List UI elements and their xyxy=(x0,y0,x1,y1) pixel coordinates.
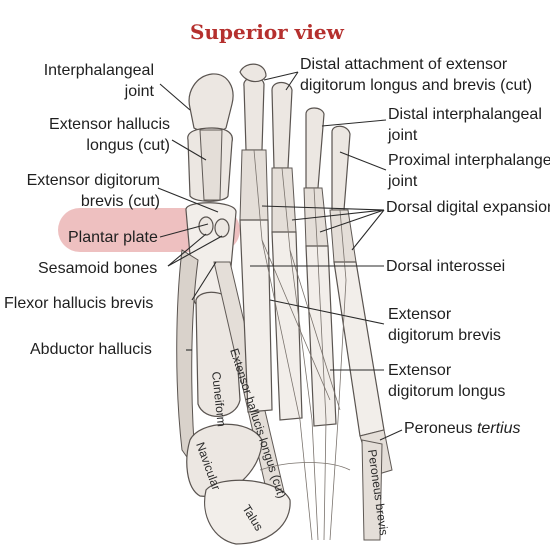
edb-tendon-b xyxy=(289,249,341,411)
label-sesamoid-bones: Sesamoid bones xyxy=(38,260,158,277)
fifth-toe xyxy=(331,125,351,211)
leader-sesamoid-a xyxy=(167,233,207,267)
expansion-3 xyxy=(271,167,297,233)
cuneiform-label: Cuneiform xyxy=(209,371,229,428)
second-toe xyxy=(243,76,265,151)
label-plantar-plate: Plantar plate xyxy=(68,229,158,246)
talus-bone xyxy=(204,479,291,545)
expansion-2 xyxy=(239,149,269,221)
leader-edb xyxy=(269,299,385,325)
label-extensor-digitorum-brevis: Extensor digitorum brevis xyxy=(388,306,501,344)
leader-edb-cut xyxy=(157,187,219,213)
label-proximal-interphalangeal-joint: Proximal interphalangeal joint xyxy=(388,152,550,190)
peroneus-brevis-tendon xyxy=(361,439,383,541)
edl-tendon-3 xyxy=(281,167,319,541)
edl-tendon-5 xyxy=(329,209,347,541)
label-distal-interphalangeal-joint: Distal interphalangeal joint xyxy=(388,106,542,144)
leader-interphalangeal-joint xyxy=(159,83,191,111)
metatarsal-5 xyxy=(333,261,385,437)
sesamoid-2 xyxy=(214,218,230,238)
metatarsal-2 xyxy=(239,219,273,413)
leader-distal-attachment xyxy=(263,71,299,91)
leader-peroneus-tertius xyxy=(379,429,403,441)
label-dorsal-interossei: Dorsal interossei xyxy=(386,258,506,275)
leader-proximal-ip-joint xyxy=(339,151,387,171)
extensor-hallucis-longus-tendon xyxy=(199,129,223,201)
label-interphalangeal-joint: Interphalangeal joint xyxy=(43,62,154,100)
label-extensor-digitorum-brevis-cut: Extensor digitorum brevis (cut) xyxy=(26,172,160,210)
leader-dorsal-expansion xyxy=(261,205,385,251)
leader-flexor-hallucis-brevis xyxy=(191,261,217,301)
edb-tendon-a xyxy=(261,239,331,401)
navicular-bone xyxy=(186,423,263,497)
label-extensor-digitorum-longus: Extensor digitorum longus xyxy=(388,362,506,400)
edl-tendon-4 xyxy=(313,187,327,541)
second-toe-tip xyxy=(239,63,267,83)
diagram-title: Superior view xyxy=(190,20,344,44)
leader-plantar-plate xyxy=(159,223,209,238)
label-peroneus-tertius: Peroneus tertius xyxy=(404,420,521,437)
metatarsal-3 xyxy=(271,231,303,421)
label-flexor-hallucis-brevis: Flexor hallucis brevis xyxy=(4,295,154,312)
expansion-5 xyxy=(329,209,357,263)
leader-distal-ip-joint xyxy=(321,119,387,127)
great-toe-distal-phalanx xyxy=(188,73,234,132)
label-dorsal-digital-expansion: Dorsal digital expansion xyxy=(386,199,550,216)
leader-ehl-cut xyxy=(171,139,207,161)
third-toe xyxy=(271,81,293,169)
label-abductor-hallucis: Abductor hallucis xyxy=(30,341,152,358)
label-distal-attachment: Distal attachment of extensor digitorum … xyxy=(300,56,533,94)
fourth-toe xyxy=(305,107,325,189)
metatarsal-4 xyxy=(305,245,337,427)
extensor-retinaculum xyxy=(259,462,351,471)
leader-sesamoid-b xyxy=(167,235,223,267)
label-extensor-hallucis-longus-cut: Extensor hallucis longus (cut) xyxy=(49,116,170,154)
edl-tendon-2 xyxy=(253,149,313,541)
